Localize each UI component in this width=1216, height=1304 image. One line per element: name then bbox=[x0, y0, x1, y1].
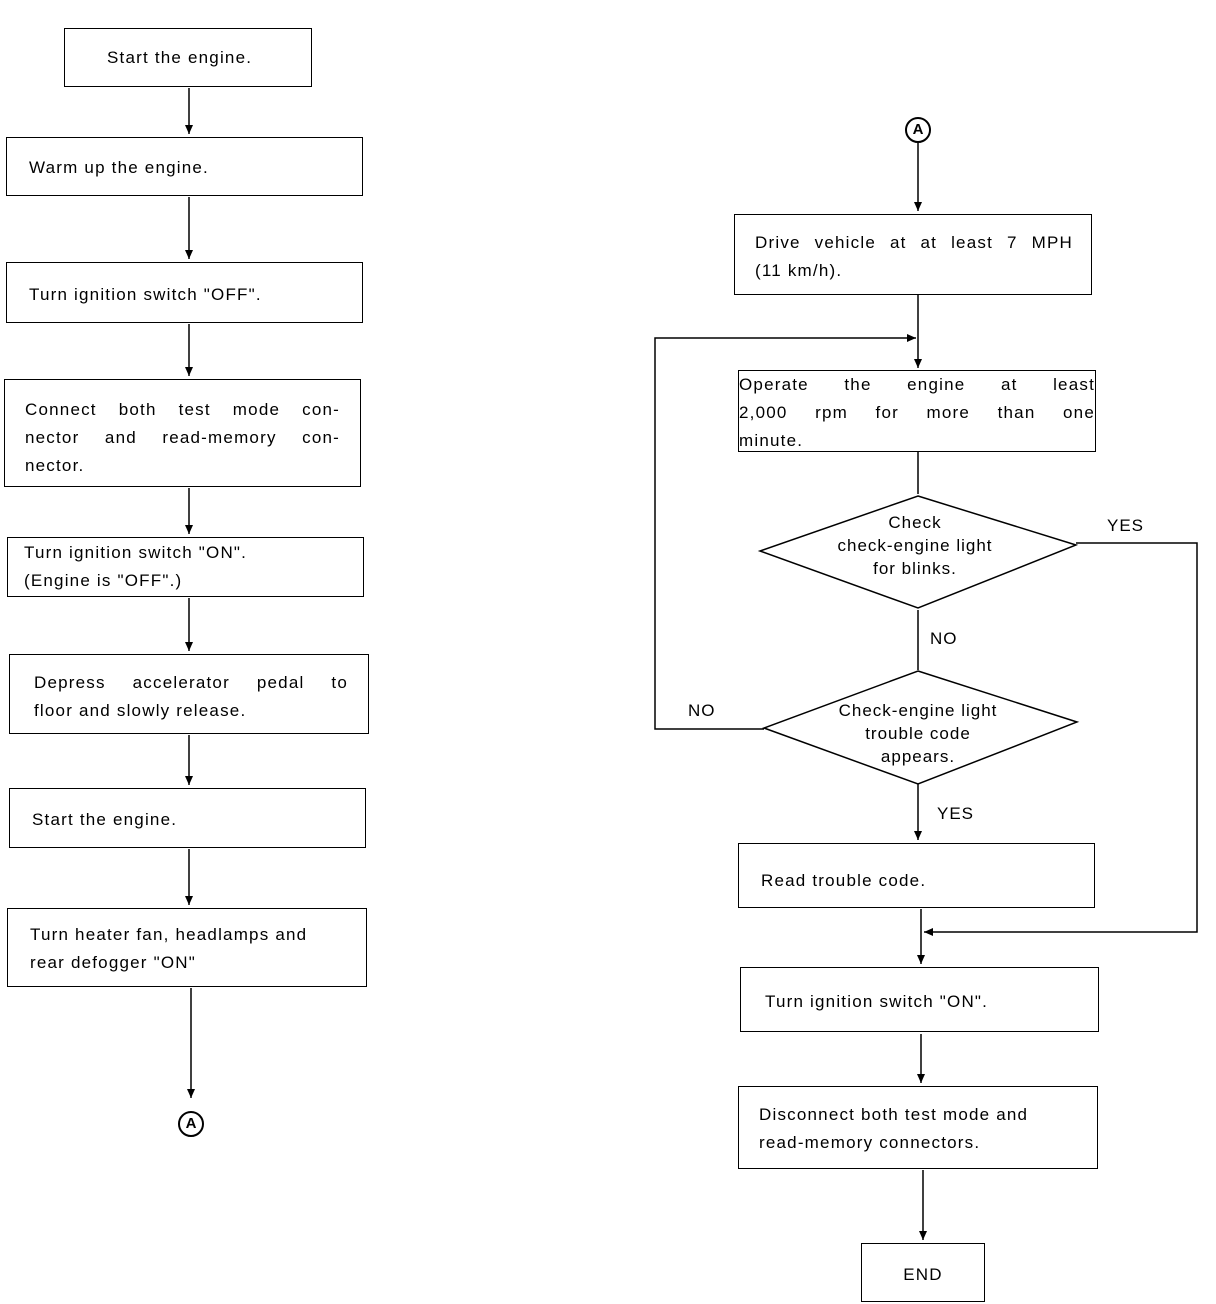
decision-code-no-label: NO bbox=[688, 701, 716, 720]
step-text: Turn ignition switch "ON". bbox=[24, 543, 248, 562]
step-text: nector and read-memory con- bbox=[25, 428, 340, 447]
step-text: Connect both test mode con- bbox=[25, 400, 340, 419]
step-start-engine: Start the engine. bbox=[64, 28, 312, 87]
loop-no-line bbox=[654, 334, 916, 730]
step-text: Turn ignition switch "ON". bbox=[765, 992, 989, 1011]
decision-text: Check bbox=[888, 513, 942, 532]
step-text: 2,000 rpm for more than one bbox=[739, 403, 1095, 422]
decision-code-yes-label: YES bbox=[937, 804, 975, 823]
step-ignition-on-right: Turn ignition switch "ON". bbox=[740, 967, 1099, 1032]
step-start-engine-2: Start the engine. bbox=[9, 788, 366, 848]
bypass-yes-line bbox=[924, 542, 1198, 936]
step-text: Operate the engine at least bbox=[739, 375, 1095, 394]
step-text: read-memory connectors. bbox=[759, 1133, 981, 1152]
step-text: floor and slowly release. bbox=[34, 701, 247, 720]
step-text: Start the engine. bbox=[107, 48, 253, 67]
end-text: END bbox=[903, 1265, 943, 1284]
step-operate-engine: Operate the engine at least 2,000 rpm fo… bbox=[738, 370, 1096, 452]
step-connect-connectors: Connect both test mode con- nector and r… bbox=[4, 379, 361, 487]
step-text: Read trouble code. bbox=[761, 871, 927, 890]
decision-blinks-shape bbox=[757, 495, 1079, 609]
decision-text: trouble code bbox=[865, 724, 971, 743]
decision-text: appears. bbox=[880, 747, 956, 766]
decision-blinks-no-label: NO bbox=[930, 629, 958, 648]
decision-code-shape bbox=[761, 670, 1080, 785]
step-drive-vehicle: Drive vehicle at at least 7 MPH (11 km/h… bbox=[734, 214, 1092, 295]
decision-blinks-text: Check check-engine light for blinks. bbox=[800, 511, 1030, 580]
step-read-code: Read trouble code. bbox=[738, 843, 1095, 908]
end-terminal: END bbox=[861, 1243, 985, 1302]
step-text: Warm up the engine. bbox=[29, 158, 209, 177]
step-text: (11 km/h). bbox=[755, 261, 843, 280]
step-text: minute. bbox=[739, 431, 804, 450]
step-text: (Engine is "OFF".) bbox=[24, 571, 183, 590]
decision-text: Check-engine light bbox=[838, 701, 998, 720]
step-text: Start the engine. bbox=[32, 810, 178, 829]
decision-code-text: Check-engine light trouble code appears. bbox=[800, 699, 1036, 768]
decision-text: check-engine light bbox=[837, 536, 993, 555]
connector-a-in: A bbox=[905, 117, 931, 143]
decision-text: for blinks. bbox=[873, 559, 957, 578]
step-text: nector. bbox=[25, 456, 85, 475]
step-text: Drive vehicle at at least 7 MPH bbox=[755, 233, 1073, 252]
step-ignition-off: Turn ignition switch "OFF". bbox=[6, 262, 363, 323]
step-text: Depress accelerator pedal to bbox=[34, 673, 348, 692]
step-depress-pedal: Depress accelerator pedal to floor and s… bbox=[9, 654, 369, 734]
decision-blinks-yes-label: YES bbox=[1107, 516, 1145, 535]
step-text: Disconnect both test mode and bbox=[759, 1105, 1029, 1124]
step-ignition-on: Turn ignition switch "ON". (Engine is "O… bbox=[7, 537, 364, 597]
step-disconnect-connectors: Disconnect both test mode and read-memor… bbox=[738, 1086, 1098, 1169]
connector-a-out: A bbox=[178, 1111, 204, 1137]
step-warm-up: Warm up the engine. bbox=[6, 137, 363, 196]
step-text: Turn heater fan, headlamps and bbox=[30, 925, 308, 944]
step-text: Turn ignition switch "OFF". bbox=[29, 285, 262, 304]
step-loads-on: Turn heater fan, headlamps and rear defo… bbox=[7, 908, 367, 987]
step-text: rear defogger "ON" bbox=[30, 953, 196, 972]
